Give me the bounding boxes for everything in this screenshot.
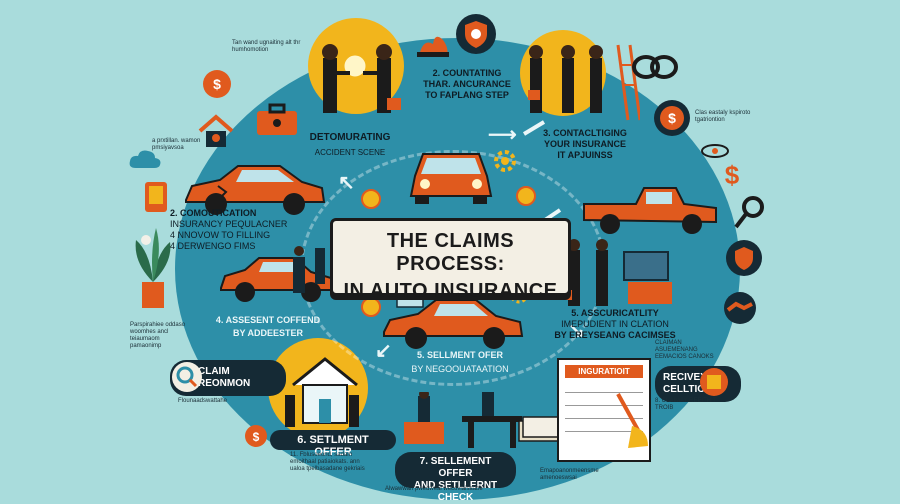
step-4-line-2: BY ADDEESTER [232,328,303,338]
meeting-figures-right [560,239,672,306]
note-below-claim: Flounaadswattahe [178,398,228,404]
briefcase-icon [257,103,297,135]
pen-hand-icon [616,393,648,448]
step-5a-line-2: IMEPUDIENT IN CLATION [561,319,669,329]
cloud-icon [129,150,161,168]
note-top: Tan wand ugnaiting alt thr humhomotion [232,40,301,53]
note-bottom-right: Emapoanonmeensme amenoeswsai [540,468,599,481]
main-title-box: THE CLAIMS PROCESS: IN AUTO INSURANCE [330,218,571,302]
step-2b-line-2: INSURANCY PEQULACNER [170,219,288,229]
step-7-line-1: 7. SELLEMENT OFFER [419,456,492,479]
step-5b-line-2: BY NEGOOUATAATION [411,364,509,374]
svg-text:$: $ [253,430,260,444]
eye-icon [701,144,729,158]
step-document-line-2: ACCIDENT SCENE [314,148,386,157]
chain-link-icon [632,55,678,79]
damaged-car-left [185,165,326,215]
arrow-icon-4: ↖ [338,172,355,194]
step-3-contacting: 3. CONTACLTIGING YOUR INSURANCE IT APJUI… [530,128,640,161]
step-6-label: 6. SETLMENT OFFER [297,434,369,458]
arrow-icon-3: ↙ [375,340,392,362]
claim-line-1: CLAIM [198,366,230,377]
step-4-assesent: 4. ASSESENT COFFEND BY ADDEESTER [198,315,338,339]
dollar-receipt-icon [700,368,728,396]
step-2a-line-3: TO FAPLANG STEP [425,90,509,100]
svg-text:$: $ [668,110,676,126]
form-lines [565,386,643,432]
wrench-icon [522,120,546,136]
coin-icon [361,189,381,209]
house-icon [198,114,234,147]
step-2a-line-1: 2. COUNTATING [432,68,502,78]
receive-line-2: CELLTION [663,384,713,395]
insurance-form-document: INGURATIOIT [557,358,651,462]
orange-box-icon: $ [245,425,267,447]
receive-line-1: RECIVEY [663,372,707,383]
step-7-line-2: AND SETLLERNT CHECK [413,480,498,503]
note-bottom-1: 11. Fblusoeond, sadam emoithaal patiaiok… [290,452,365,472]
coin-icon-2 [516,186,536,206]
coin-icon-3 [361,297,381,317]
note-left-2: Parspirahiee oddaso woomhes ancl teiauma… [130,322,186,349]
plant-illustration [135,228,171,308]
search-icon [172,362,202,392]
fire-icon [417,36,449,57]
svg-text:$: $ [725,160,740,190]
car-with-adjuster [220,248,335,302]
step-2a-line-2: THAR. ANCURANCE [423,79,511,89]
step-2b-line-1: 2. COMOUTICATION [170,208,257,218]
step-5a-line-1: 5. ASSCURICATLITY [571,308,659,318]
step-2b-line-4: 4 DERWENGO FIMS [170,241,256,251]
office-desk-illustration [404,392,522,448]
magnifier-icon [734,196,764,229]
step-2-comoutication: 2. COMOUTICATION INSURANCY PEQULACNER 4 … [170,208,300,252]
arrow-icon-2: ↘ [568,320,585,342]
dollar-badge-icon: $ [203,70,231,98]
step-document-line-1: DETOMURATING [309,132,391,143]
front-car-center [409,153,493,204]
handshake-figures-illustration [322,44,401,113]
settlement-check-banner: 7. SELLEMENT OFFER AND SETLLERNT CHECK [395,452,516,503]
note-right-1: Clas eastaly kspiroto tgatriontion [695,110,751,123]
phone-icon [145,182,167,212]
shield-badge-icon [726,240,762,276]
note-below-receive: 8. CLAIMAY REEITHIT TROIB [655,398,717,411]
shield-icon [456,14,496,54]
step-2-countating: 2. COUNTATING THAR. ANCURANCE TO FAPLANG… [412,68,522,101]
adjuster-person [293,246,305,293]
handshake-badge-icon [724,292,756,324]
side-car-center [383,299,524,349]
settlement-offer-banner: 6. SETLMENT OFFER [270,430,396,458]
step-5-asscuricatlity: 5. ASSCURICATLITY IMEPUDIENT IN CLATION … [535,308,695,341]
claim-line-2: REONMON [198,378,251,389]
step-4-line-1: 4. ASSESENT COFFEND [215,315,321,325]
pickup-truck-right [583,187,717,234]
title-line-1: THE CLAIMS PROCESS: [386,230,515,275]
note-left-1: a prxtillan. wamon pmsiyavsoa [152,138,201,151]
note-bottom-2: Alwawwan pwedweal wecoviaisaabe [385,486,483,492]
step-3-line-1: 3. CONTACLTIGING [543,128,627,138]
form-header: INGURATIOIT [565,365,643,378]
step-document-scene: DETOMURATING ACCIDENT SCENE [290,132,410,158]
note-right-2: CLAIMAN ASUEMENANG EEMACIOS CANOKS [655,340,714,360]
svg-text:$: $ [213,76,221,92]
house-key-illustration [285,357,359,427]
step-5a-line-3: BY EREYSEANG CACIMSES [554,330,676,340]
arrow-icon: ⟶ [488,124,517,146]
step-3-line-2: YOUR INSURANCE [543,139,626,149]
title-line-2: IN AUTO INSURANCE [343,280,558,302]
dollar-sign-icon: $ [725,160,740,190]
step-5b-line-1: 5. SELLMENT OFER [416,350,503,360]
receive-collection-banner: RECIVEY CELLTION [655,366,741,402]
step-3-line-3: IT APJUINSS [557,150,613,160]
step-5-sellment: 5. SELLMENT OFER BY NEGOOUATAATION [395,350,525,375]
gear-icon [494,150,516,172]
dollar-coin-icon: $ [654,100,690,136]
step-2b-line-3: 4 NNOVOW TO FILLING [170,230,271,240]
contact-figures-illustration [528,44,640,121]
